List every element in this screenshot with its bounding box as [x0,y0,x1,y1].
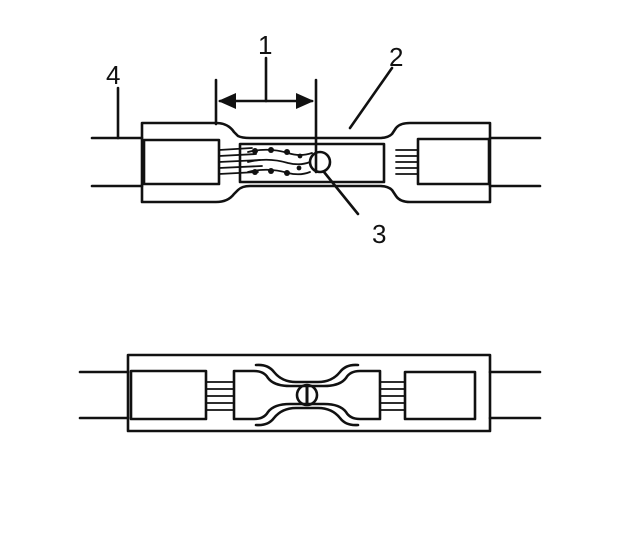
bottom-right-insulation [403,370,477,421]
callout-2: 2 [389,42,403,72]
bottom-left-strands [205,381,235,411]
bottom-splice-assembly [78,353,542,433]
leader-3 [322,170,360,216]
top-splice-assembly [90,56,542,216]
bottom-crimp-dimple-lower [254,406,360,427]
callout-1: 1 [258,30,272,60]
bottom-left-insulation [129,369,208,421]
dimension-arrow-right [296,93,314,109]
top-sleeve-outline [140,121,492,204]
top-wire-stop [308,150,332,174]
leader-2 [348,66,394,130]
top-right-insulation [416,137,491,186]
top-left-insulation [142,138,221,186]
top-barrel-dots [252,147,303,176]
bottom-crimp-dimple-upper [254,363,360,384]
dimension-arrow-left [218,93,236,109]
bottom-sleeve-outline [126,353,492,433]
callout-4: 4 [106,60,120,90]
bottom-wire-stop [295,383,319,407]
bottom-crimped-barrel [232,369,382,421]
top-right-strands [395,149,419,175]
callout-3: 3 [372,219,386,249]
bottom-right-strands [379,381,406,411]
top-crimp-barrel [238,142,386,184]
